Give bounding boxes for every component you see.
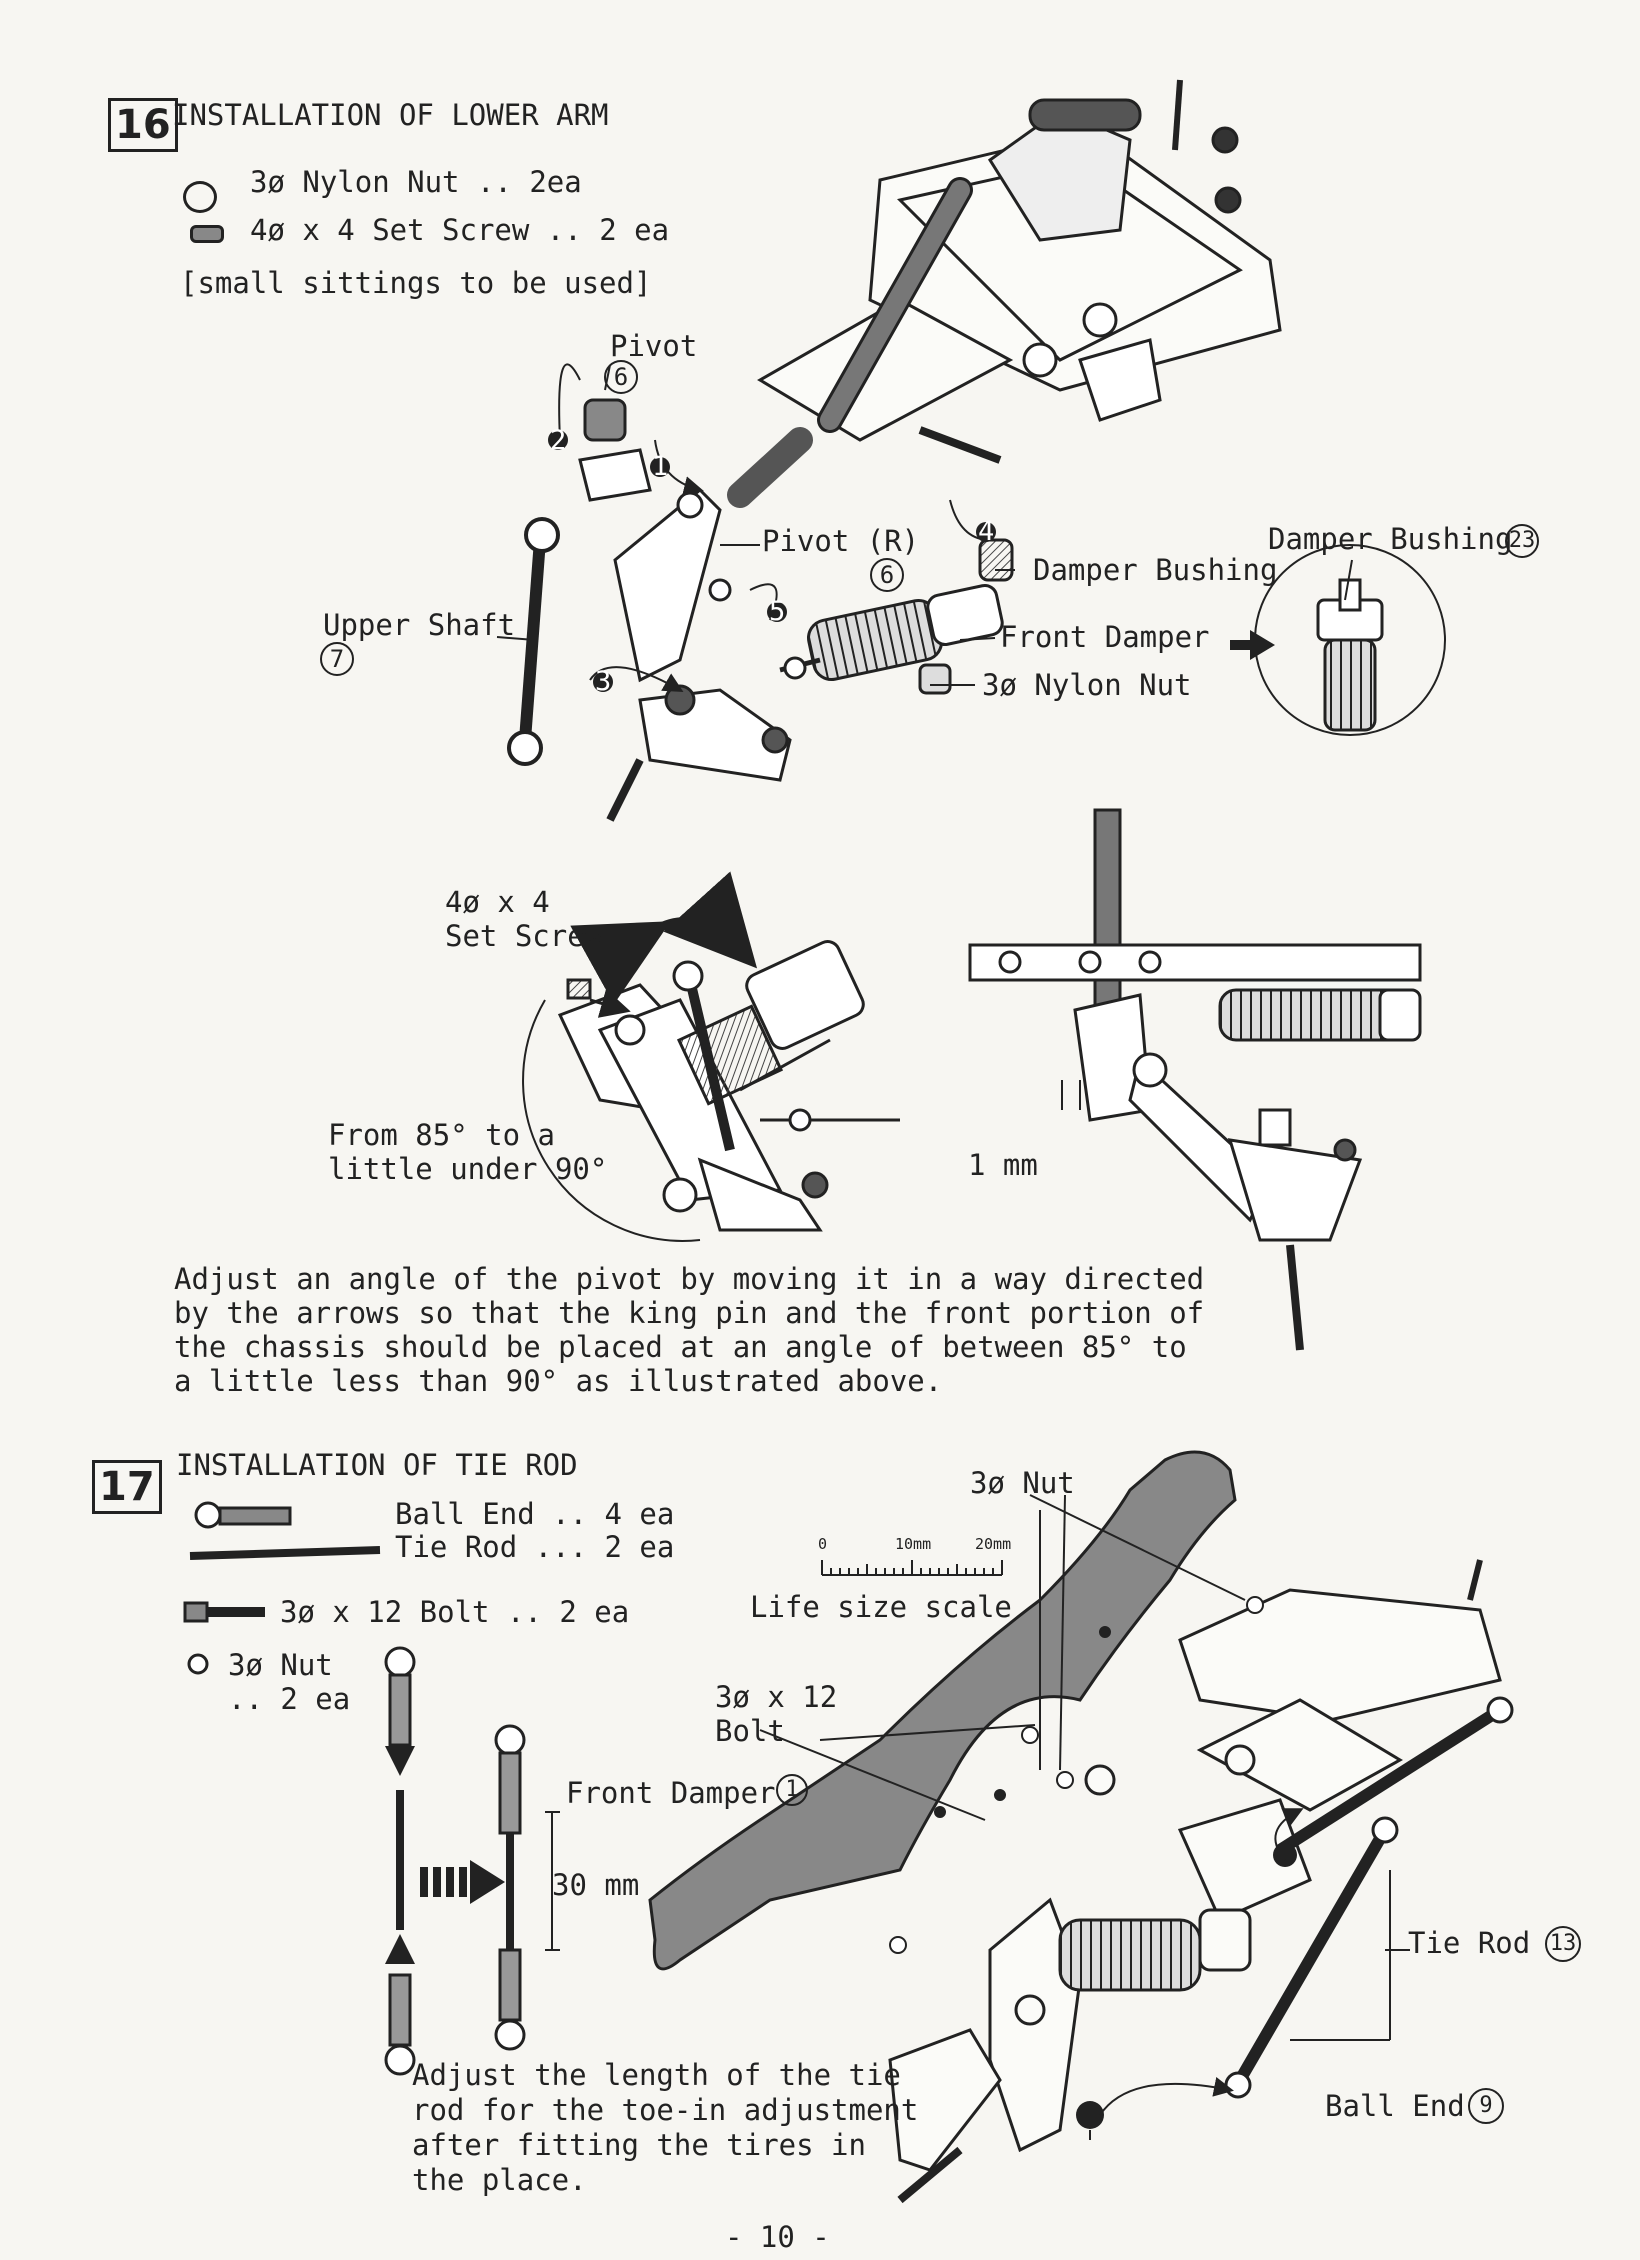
paragraph-16: Adjust an angle of the pivot by moving i…: [174, 1262, 1205, 1398]
scale-tick-0: 0: [818, 1535, 828, 1553]
label-ball-end-number: 9: [1468, 2088, 1504, 2124]
fittings-note: [small sittings to be used]: [180, 266, 652, 300]
nylon-nut-icon: [183, 181, 217, 213]
chassis-frame-16: [757, 79, 1282, 442]
part-icons-17: [183, 1501, 381, 1675]
step-marker-5: 5: [769, 596, 786, 627]
label-pivot-r-number: 6: [870, 558, 904, 592]
label-upper-shaft-number: 7: [320, 642, 354, 676]
set-screw-icon: [190, 225, 224, 243]
section-title-17: INSTALLATION OF TIE ROD: [176, 1448, 578, 1482]
label-tie-rod-number: 13: [1545, 1926, 1581, 1962]
label-pivot-number: 6: [604, 360, 638, 394]
label-front-damper-16: Front Damper: [1000, 620, 1210, 654]
step-marker-4: 4: [978, 516, 995, 547]
step-marker-2: 2: [550, 425, 567, 456]
life-size-scale: [821, 1560, 1003, 1576]
tie-rods-17: [1076, 1696, 1514, 2129]
paragraph-17: Adjust the length of the tie rod for the…: [412, 2058, 919, 2197]
label-upper-shaft: Upper Shaft: [323, 608, 516, 642]
scale-tick-20: 20mm: [975, 1535, 1012, 1553]
label-pivot: Pivot: [610, 329, 698, 363]
label-front-damper-17: Front Damper: [566, 1776, 776, 1810]
part-line-nut: 3ø Nut .. 2 ea: [228, 1648, 351, 1716]
label-set-screw-detail: 4ø x 4 Set Screw: [445, 885, 603, 953]
part-line-nylon-nut: 3ø Nylon Nut .. 2ea: [250, 165, 582, 199]
dashed-arrow: [420, 1860, 505, 1904]
damper-bushing-inset: [1230, 544, 1446, 736]
step-number-16: 16: [108, 98, 178, 152]
label-gap-1mm: 1 mm: [968, 1148, 1038, 1182]
front-damper-16: [779, 538, 1014, 695]
step-marker-1: 1: [652, 451, 669, 482]
scale-tick-10: 10mm: [895, 1535, 932, 1553]
step-marker-3: 3: [595, 666, 612, 697]
damper-stay-plate: [648, 1450, 1237, 1971]
label-nylon-nut-16: 3ø Nylon Nut: [982, 668, 1192, 702]
step-number-17: 17: [92, 1460, 162, 1514]
part-line-bolt: 3ø x 12 Bolt .. 2 ea: [280, 1595, 630, 1629]
label-damper-bushing-inset: Damper Bushing: [1268, 522, 1513, 556]
label-pivot-r: Pivot (R): [762, 524, 920, 558]
label-bolt-17: 3ø x 12 Bolt: [715, 1680, 838, 1748]
part-line-set-screw: 4ø x 4 Set Screw .. 2 ea: [250, 213, 670, 247]
label-ball-end-17: Ball End: [1325, 2089, 1465, 2123]
chassis-frame-17: [888, 1559, 1502, 2204]
page-number: - 10 -: [725, 2220, 830, 2254]
label-front-damper-number: 1: [776, 1774, 808, 1806]
label-tie-rod-17: Tie Rod: [1408, 1926, 1531, 1960]
part-line-ball-end: Ball End .. 4 ea: [395, 1497, 675, 1531]
tie-rod-sequence: [384, 1646, 560, 2076]
label-nut-17: 3ø Nut: [970, 1466, 1075, 1500]
upper-shaft-rod: [507, 517, 560, 766]
label-damper-bushing-number: 23: [1505, 524, 1539, 558]
scale-label: Life size scale: [750, 1590, 1012, 1624]
gap-detail-drawing: [968, 808, 1422, 1351]
part-line-tie-rod: Tie Rod ... 2 ea: [395, 1530, 675, 1564]
label-length-30mm: 30 mm: [552, 1868, 640, 1902]
section-title-16: INSTALLATION OF LOWER ARM: [172, 98, 609, 132]
label-angle-detail: From 85° to a little under 90°: [328, 1118, 608, 1186]
label-damper-bushing: Damper Bushing: [1033, 553, 1278, 587]
angle-detail-drawing: [522, 940, 900, 1242]
